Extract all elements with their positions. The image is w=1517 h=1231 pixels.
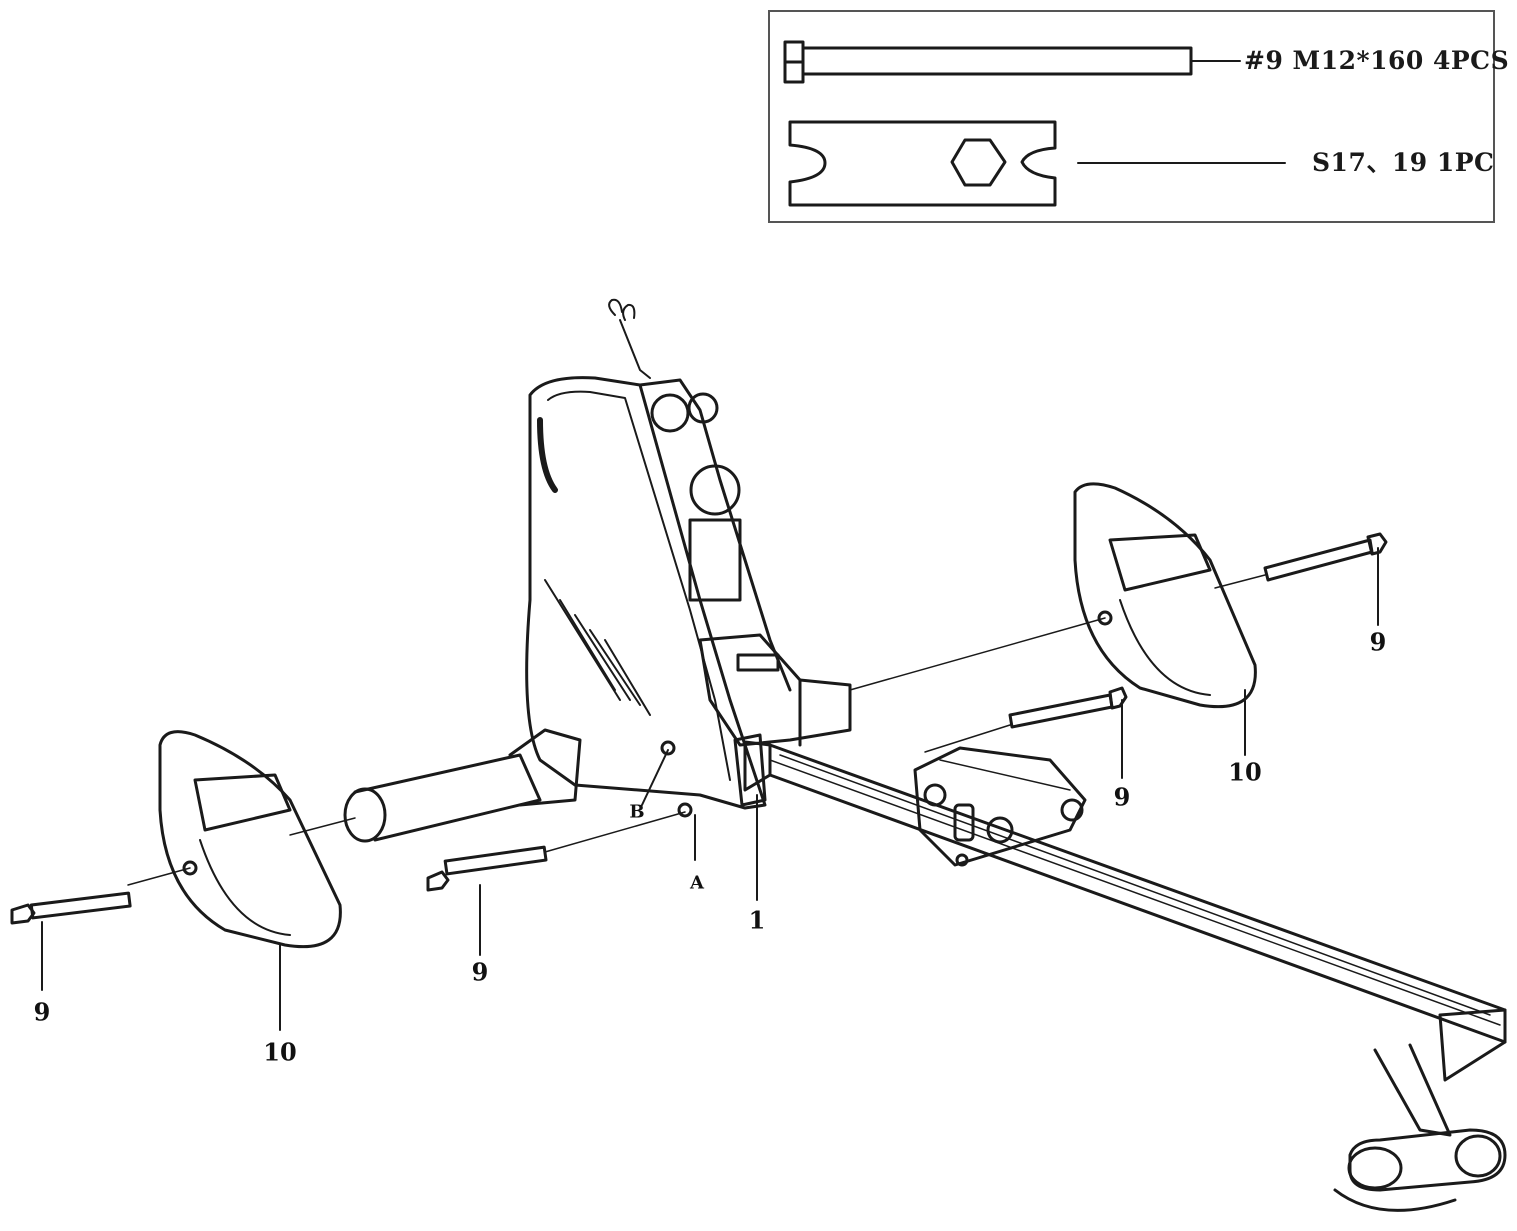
- bolt-spec-label: #9 M12*160 4PCS: [1244, 46, 1510, 75]
- frame-body: [525, 298, 852, 818]
- seat-carriage: [913, 746, 1087, 867]
- callout-1: 1: [748, 905, 766, 935]
- front-stabilizer: [343, 728, 582, 843]
- bolt-right-center: [1008, 686, 1128, 729]
- wrench-icon: [788, 120, 1286, 207]
- rear-stabilizer: [1333, 1043, 1507, 1212]
- callout-B: B: [629, 801, 645, 823]
- bolt-icon: [783, 40, 1241, 84]
- foot-cap-right: [1073, 482, 1257, 709]
- bolt-far-right: [1263, 532, 1388, 582]
- callout-9-mid: 9: [471, 957, 489, 987]
- callout-9-far-right: 9: [1369, 627, 1387, 657]
- bolt-mid: [426, 845, 548, 892]
- callout-10-right: 10: [1228, 757, 1262, 787]
- alignment-lines: [127, 574, 1266, 886]
- callout-9-right-center: 9: [1113, 782, 1131, 812]
- wrench-spec-label: S17、19 1PC: [1312, 148, 1495, 177]
- leader-lines: [41, 547, 1379, 1031]
- hardware-box: [768, 10, 1495, 223]
- callout-9-left: 9: [33, 997, 51, 1027]
- bolt-left: [10, 891, 132, 925]
- foot-cap-left: [158, 730, 342, 949]
- main-rail: [743, 740, 1507, 1082]
- callout-10-left: 10: [263, 1037, 297, 1067]
- callout-A: A: [690, 872, 704, 894]
